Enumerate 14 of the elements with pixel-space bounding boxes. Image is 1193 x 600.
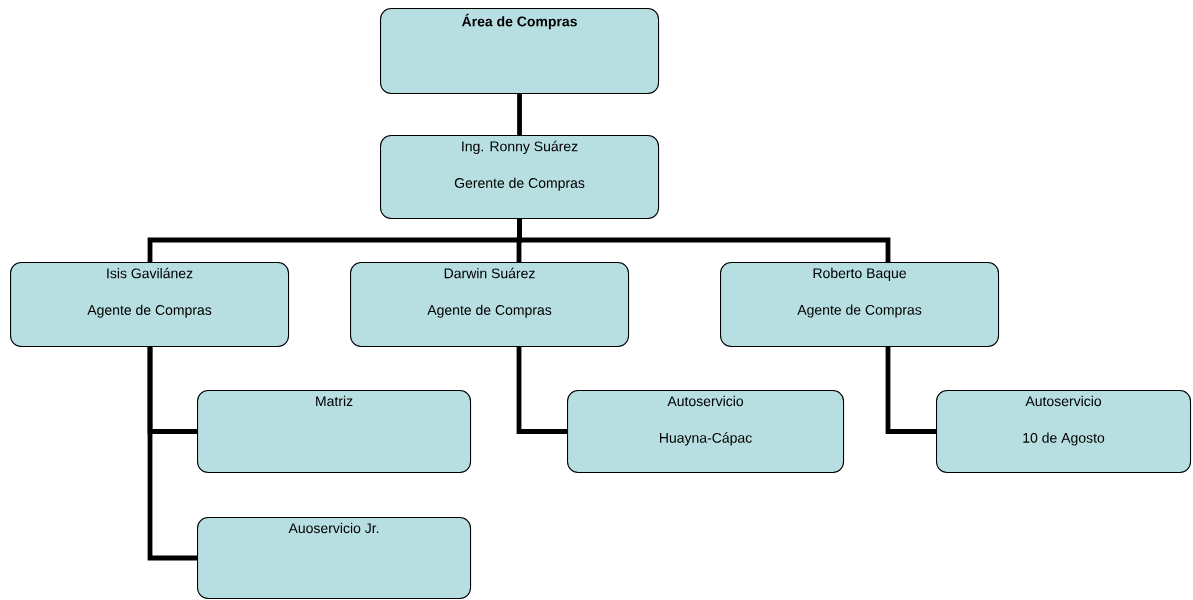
connector-line <box>517 219 891 262</box>
connector-line <box>516 347 567 434</box>
org-box: Autoservicio Huayna-Cápac <box>567 390 845 474</box>
connector-line <box>517 94 522 135</box>
org-box: Auoservicio Jr. <box>197 517 472 600</box>
org-box: Ing. Ronny Suárez Gerente de Compras <box>380 135 660 220</box>
connector-line <box>147 347 197 561</box>
org-box: Isis Gavilánez Agente de Compras <box>10 262 290 348</box>
org-box: Matriz <box>197 390 472 474</box>
connector-line <box>885 347 936 434</box>
org-box: Área de Compras <box>380 8 660 95</box>
org-box: Darwin Suárez Agente de Compras <box>350 262 630 348</box>
org-box: Autoservicio 10 de Agosto <box>936 390 1192 474</box>
org-box: Roberto Baque Agente de Compras <box>720 262 1000 348</box>
